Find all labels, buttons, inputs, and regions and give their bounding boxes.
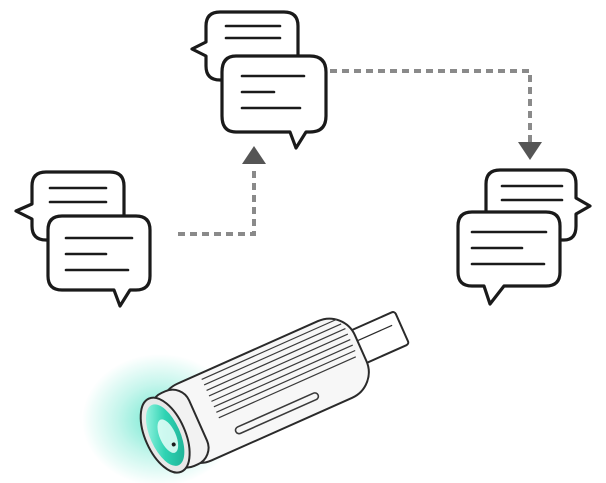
dashed-line-left xyxy=(178,166,256,236)
chat-bubble-front-icon xyxy=(220,54,328,150)
led-slot xyxy=(234,392,320,435)
dashed-line-right xyxy=(330,69,532,142)
chat-bubbles-left xyxy=(14,170,152,308)
connector-left-to-top xyxy=(178,146,266,236)
arrow-down-icon xyxy=(518,142,542,160)
ribbed-grip xyxy=(201,318,357,419)
chat-bubbles-top xyxy=(190,10,328,150)
chat-bubble-front-icon xyxy=(46,214,152,308)
chat-bubble-front-icon xyxy=(456,210,562,306)
chat-bubbles-right xyxy=(456,168,592,306)
connector-top-to-right xyxy=(330,69,542,160)
arrow-up-icon xyxy=(242,146,266,164)
usb-stick-icon xyxy=(82,311,410,483)
